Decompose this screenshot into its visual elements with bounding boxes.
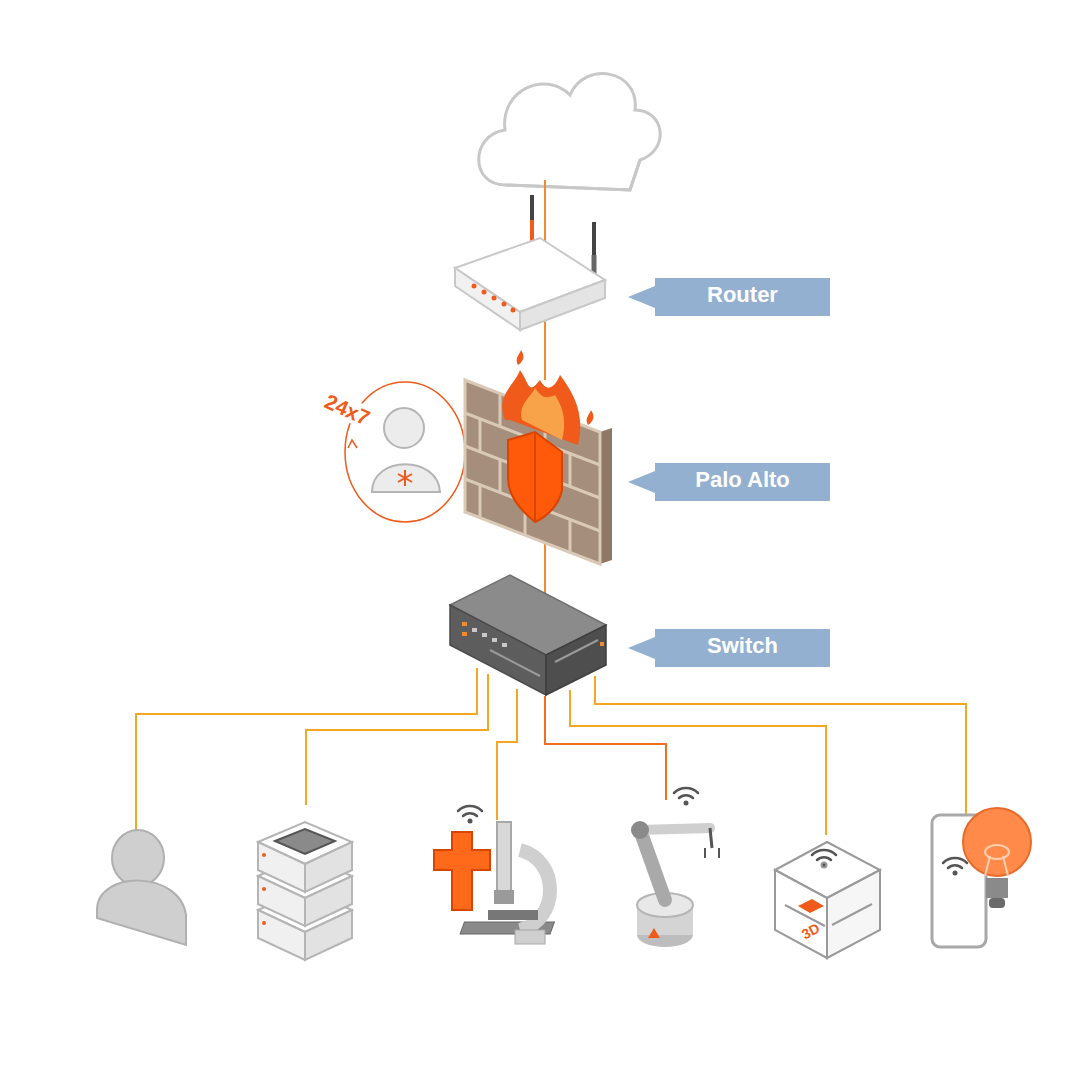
callout-text: Router	[655, 278, 830, 312]
user-icon	[97, 830, 186, 945]
switch-icon	[450, 575, 606, 695]
server-stack-icon	[258, 822, 352, 960]
robot-arm-icon	[631, 788, 719, 947]
callout-tag: Switch	[628, 629, 830, 667]
3d-printer-icon	[775, 842, 880, 958]
microscope-icon	[434, 806, 554, 944]
smart-bulb-icon	[932, 808, 1031, 947]
callout-text: Switch	[655, 629, 830, 663]
cloud-icon	[479, 74, 660, 190]
callout-tag: Router	[628, 278, 830, 316]
service-hours-label: 24x7	[319, 389, 375, 431]
callout-tag: Palo Alto	[628, 463, 830, 501]
callout-text: Palo Alto	[655, 463, 830, 497]
firewall-icon	[465, 350, 612, 564]
router-icon	[455, 195, 605, 330]
device-wires	[136, 668, 966, 835]
